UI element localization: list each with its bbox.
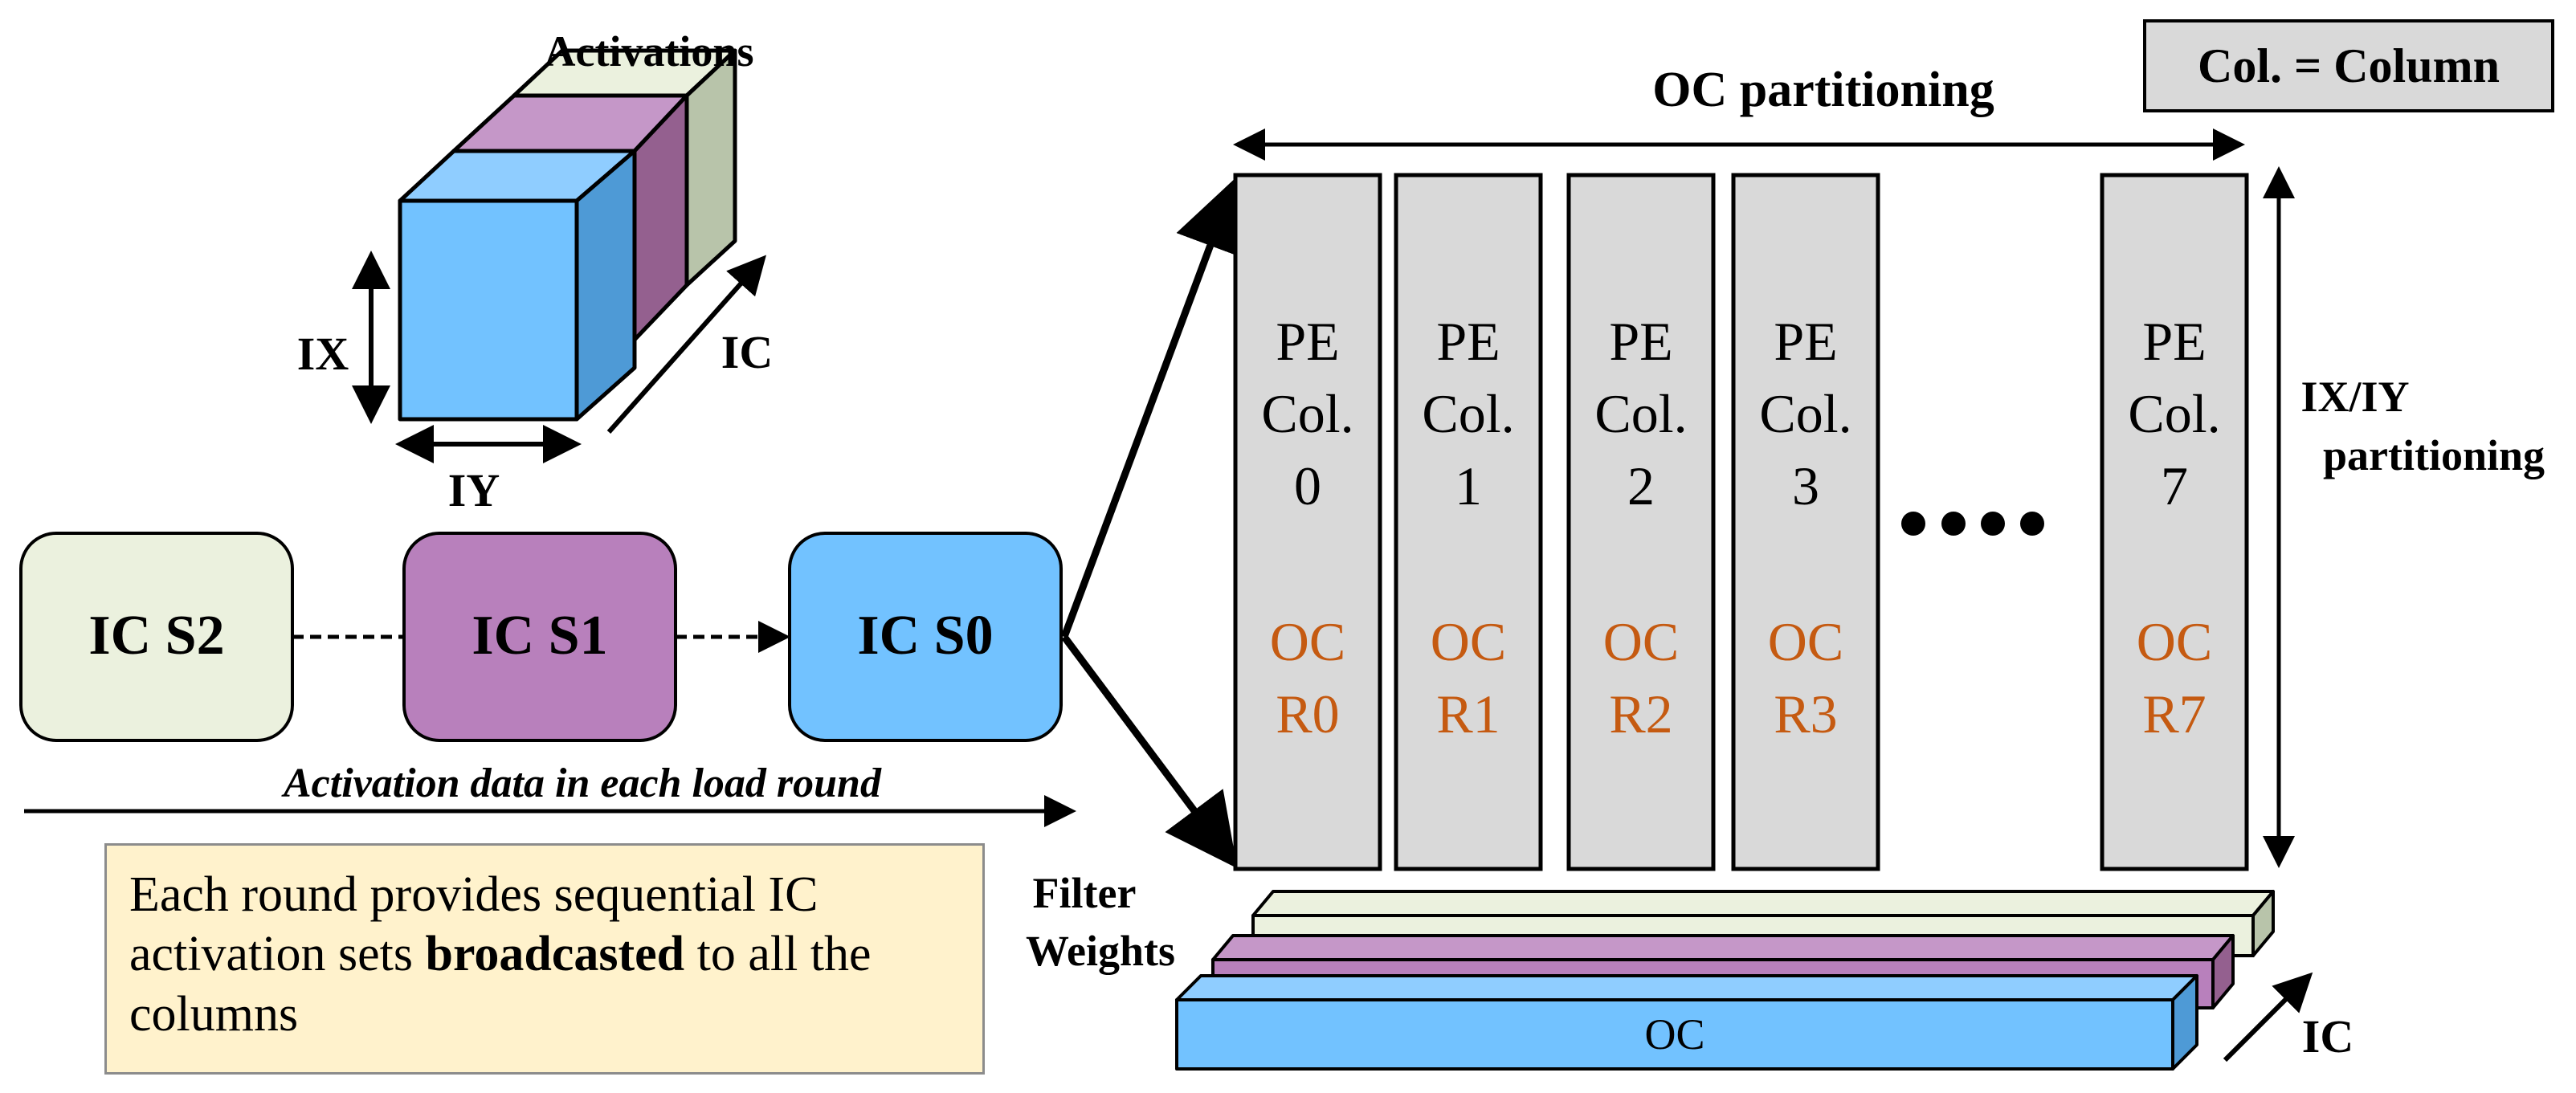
ix-label: IX xyxy=(297,328,349,380)
pe-column-1: PE Col. 1 OC R1 xyxy=(1394,173,1543,871)
activations-cube xyxy=(398,48,737,422)
svg-text:OC: OC xyxy=(1768,611,1843,672)
svg-text:2: 2 xyxy=(1627,455,1655,516)
weight-bar-blue: OC xyxy=(1175,974,2198,1071)
note-text-bold: broadcasted xyxy=(425,927,685,982)
pe-column-7: PE Col. 7 OC R7 xyxy=(2100,173,2249,871)
svg-text:Col.: Col. xyxy=(1759,383,1851,444)
cube-blue-front xyxy=(398,198,579,422)
ellipsis-dots xyxy=(1901,512,2044,536)
weight-bar-oc-label: OC xyxy=(1644,1010,1704,1058)
svg-text:3: 3 xyxy=(1792,455,1819,516)
oc-partitioning-label: OC partitioning xyxy=(1652,63,1994,117)
svg-text:OC: OC xyxy=(1603,611,1679,672)
svg-text:IC S0: IC S0 xyxy=(857,605,993,667)
pe-column-3: PE Col. 3 OC R3 xyxy=(1731,173,1880,871)
filter-label: Filter xyxy=(1033,869,1137,917)
svg-text:IC S1: IC S1 xyxy=(472,605,607,667)
ic-cube-label: IC xyxy=(721,326,773,378)
svg-text:PE: PE xyxy=(1609,311,1672,372)
svg-text:OC: OC xyxy=(1270,611,1345,672)
activations-title: Activations xyxy=(545,27,754,75)
svg-text:0: 0 xyxy=(1294,455,1321,516)
ic-set-s0: IC S0 xyxy=(788,532,1063,742)
svg-text:R1: R1 xyxy=(1436,683,1500,744)
note-text-before: Each round provides sequential IC activa… xyxy=(129,867,819,982)
svg-text:Col.: Col. xyxy=(1261,383,1353,444)
broadcast-arrow-bottom xyxy=(1061,634,1238,869)
ic-set-s1: IC S1 xyxy=(402,532,677,742)
round-label: Activation data in each load round xyxy=(281,761,882,806)
iy-label: IY xyxy=(448,464,500,516)
svg-text:R7: R7 xyxy=(2142,683,2206,744)
ixiy-label-2: partitioning xyxy=(2323,431,2545,479)
svg-text:R3: R3 xyxy=(1774,683,1837,744)
svg-text:R0: R0 xyxy=(1276,683,1339,744)
pe-column-2: PE Col. 2 OC R2 xyxy=(1566,173,1716,871)
ic-weights-arrow xyxy=(2223,972,2313,1062)
note-box: Each round provides sequential IC activa… xyxy=(104,843,985,1075)
svg-text:IC S2: IC S2 xyxy=(88,605,224,667)
weights-label: Weights xyxy=(1026,927,1175,975)
legend-text: Col. = Column xyxy=(2198,39,2500,92)
svg-text:7: 7 xyxy=(2161,455,2188,516)
svg-text:Col.: Col. xyxy=(2128,383,2220,444)
svg-text:PE: PE xyxy=(1436,311,1500,372)
broadcast-arrow-top xyxy=(1060,177,1244,638)
pe-column-0: PE Col. 0 OC R0 xyxy=(1233,173,1382,871)
svg-text:1: 1 xyxy=(1455,455,1482,516)
svg-text:OC: OC xyxy=(1431,611,1506,672)
cube-blue-side xyxy=(574,149,637,422)
ic-set-s2: IC S2 xyxy=(19,532,294,742)
svg-text:PE: PE xyxy=(1774,311,1837,372)
svg-text:PE: PE xyxy=(1276,311,1339,372)
ic-cube-arrow xyxy=(606,255,766,434)
svg-text:R2: R2 xyxy=(1609,683,1672,744)
svg-text:Col.: Col. xyxy=(1422,383,1514,444)
note-text-after: to all the columns xyxy=(129,927,872,1042)
svg-text:PE: PE xyxy=(2142,311,2206,372)
legend-box: Col. = Column xyxy=(2143,19,2554,112)
svg-text:Col.: Col. xyxy=(1594,383,1687,444)
svg-text:OC: OC xyxy=(2137,611,2212,672)
ic-weights-label: IC xyxy=(2302,1010,2354,1062)
ixiy-label-1: IX/IY xyxy=(2300,373,2409,421)
